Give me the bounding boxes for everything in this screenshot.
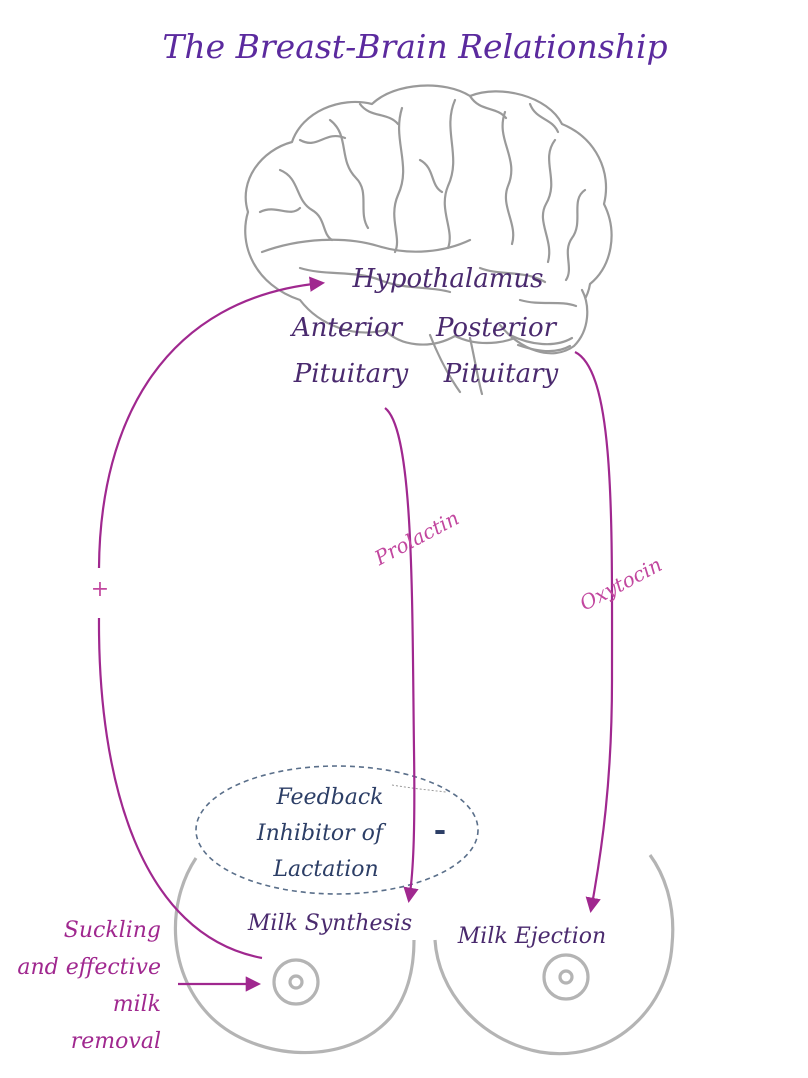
- right-nipple-outer: [542, 953, 590, 1001]
- negative-feedback-sign: -: [434, 813, 446, 848]
- brain-gyrus-9: [468, 94, 560, 134]
- brain-gyrus-2: [443, 98, 457, 250]
- suckling-label-line3: milk: [113, 992, 161, 1017]
- brain-gyrus-3: [328, 118, 370, 230]
- left-nipple-inner: [288, 974, 304, 990]
- posterior-pituitary-label-line1: Posterior: [435, 313, 558, 343]
- prolactin-label: Prolactin: [370, 506, 463, 571]
- suckling-label-line4: removal: [71, 1029, 161, 1054]
- positive-feedback-sign: +: [91, 577, 109, 602]
- oxytocin-label: Oxytocin: [576, 552, 666, 615]
- left-nipple-outer: [272, 958, 320, 1006]
- feedback-label-line3: Lactation: [272, 857, 378, 882]
- posterior-pituitary-label-line2: Pituitary: [443, 359, 559, 389]
- feedback-inhibitor-ellipse: [195, 765, 479, 895]
- brain-gyrus-6: [278, 168, 334, 242]
- brain-sylvian-fissure: [260, 238, 472, 254]
- anterior-pituitary-label-line2: Pituitary: [293, 359, 409, 389]
- feedback-label-line1: Feedback: [275, 785, 383, 810]
- prolactin-arrow: [384, 407, 419, 904]
- brain-cerebellum-folds: [508, 333, 574, 353]
- milk-ejection-label: Milk Ejection: [457, 924, 606, 949]
- hypothalamus-label: Hypothalamus: [352, 264, 544, 294]
- brain-gyrus-7: [564, 188, 587, 282]
- brain-gyrus-10: [258, 158, 444, 214]
- left-breast-outline: [173, 857, 416, 1055]
- breasts-illustration: [173, 854, 675, 1056]
- milk-synthesis-label: Milk Synthesis: [247, 911, 412, 936]
- oxytocin-arrow: [574, 351, 614, 914]
- anterior-pituitary-label-line1: Anterior: [290, 313, 404, 343]
- page-title: The Breast-Brain Relationship: [162, 27, 667, 66]
- pathway-arrows: [97, 276, 614, 992]
- brain-gyrus-5: [541, 138, 557, 264]
- positive-loop-arrow-upper: [97, 276, 326, 569]
- right-breast-outline: [433, 854, 675, 1056]
- brain-icon: [244, 84, 613, 396]
- feedback-pointer-line: [391, 784, 447, 793]
- brain-gyrus-12: [478, 266, 578, 308]
- suckling-label-line2: and effective: [17, 955, 161, 980]
- brain-cerebrum-outline: [244, 84, 613, 346]
- suckling-label-line1: Suckling: [64, 918, 161, 943]
- brain-gyrus-11: [298, 266, 452, 294]
- brain-stem: [428, 333, 484, 396]
- brain-cerebellum: [498, 288, 589, 355]
- right-nipple-inner: [558, 969, 574, 985]
- feedback-label-line2: Inhibitor of: [256, 821, 387, 846]
- positive-loop-arrow-lower: [97, 617, 263, 960]
- brain-gyrus-4: [501, 110, 515, 246]
- brain-gyrus-8: [298, 102, 400, 144]
- brain-gyrus-1: [393, 106, 405, 254]
